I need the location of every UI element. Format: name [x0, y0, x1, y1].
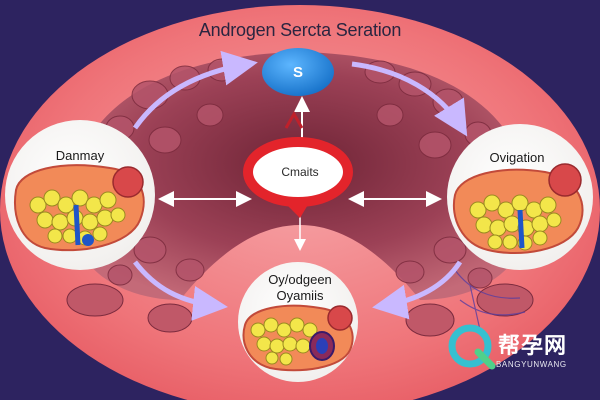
purple-arrow-bottom-left [133, 260, 228, 321]
watermark-subtitle: BANGYUNWANG [496, 360, 567, 369]
center-label: Cmaits [281, 165, 319, 179]
left-bubble-label: Danmay [55, 148, 105, 163]
watermark-logo-icon [448, 324, 496, 370]
right-bubble-label: Ovigation [489, 150, 545, 165]
right-organ [452, 163, 584, 255]
center-ring-tail [282, 198, 312, 218]
watermark-title: 帮孕网 [498, 333, 568, 359]
diagram-title: Androgen Sercta Seration [198, 20, 402, 40]
top-badge-label: S [292, 64, 303, 81]
purple-arrow-top-right [351, 61, 468, 137]
bottom-bubble-label-line1: Oy/odgeen [268, 272, 332, 287]
purple-arrow-top-left [132, 50, 258, 130]
left-organ [14, 164, 145, 252]
top-badge-bubble [262, 48, 334, 96]
red-chevron [284, 110, 304, 129]
vein-lines [454, 269, 526, 331]
purple-arrow-bottom-right [372, 260, 463, 320]
lower-tissue [66, 283, 534, 337]
bottom-bubble-label-line2: Oyamiis [276, 288, 324, 303]
bottom-organ [242, 304, 354, 372]
